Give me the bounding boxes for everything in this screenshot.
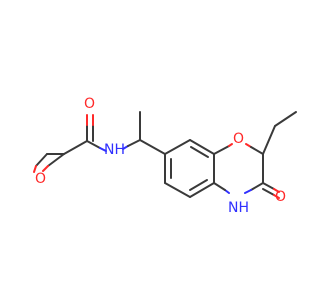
lactam-double-bond-b <box>262 188 275 196</box>
bond-carbonyl-n <box>86 140 101 149</box>
epoxide-bond-o-left-red <box>33 165 37 173</box>
benzene-bond-4 <box>189 182 215 198</box>
lactam-double-bond-a-red <box>273 188 280 193</box>
bond-lactam-nh <box>250 182 264 191</box>
bond-ch-aromatic <box>139 139 166 155</box>
benzene-inner-bond-2 <box>189 179 208 191</box>
bond-ethyl-1 <box>262 125 276 155</box>
ring-nh-label: NH <box>228 200 249 216</box>
lactam-double-bond-a <box>262 182 275 190</box>
benzene-bond-5 <box>164 182 191 198</box>
benzene-bond-1 <box>164 139 191 155</box>
benzene-bond-2 <box>189 139 215 155</box>
bond-ethyl-2 <box>274 111 297 127</box>
bond-aromatic-ring-o-red <box>228 143 233 147</box>
epoxide-bond-c-o-right <box>47 153 65 167</box>
bond-aromatic-ring-o <box>213 145 230 155</box>
lactam-double-bond-b-red <box>273 194 280 199</box>
molecule-svg: O NH O O NH O <box>33 96 297 216</box>
lactam-oxygen-label: O <box>275 189 286 205</box>
ring-oxygen-label: O <box>233 131 244 147</box>
bond-ring-o-ch <box>250 146 264 155</box>
bond-carbonyl-n-blue <box>99 147 107 152</box>
bond-epoxide-carbonyl <box>63 140 88 155</box>
epoxide-bond-o-right-red <box>42 165 49 172</box>
bond-n-ch <box>127 139 141 147</box>
epoxide-oxygen-label: O <box>35 171 46 187</box>
amide-oxygen-label: O <box>84 96 95 112</box>
amide-nitrogen-label: NH <box>104 142 125 158</box>
molecule-structure-canvas: O NH O O NH O <box>33 96 297 216</box>
epoxide-bond-c-o-left <box>35 153 48 167</box>
benzene-inner-bond-1 <box>190 146 209 158</box>
bond-lactam-nh-blue <box>244 189 252 194</box>
bond-nh-aromatic <box>213 182 226 191</box>
